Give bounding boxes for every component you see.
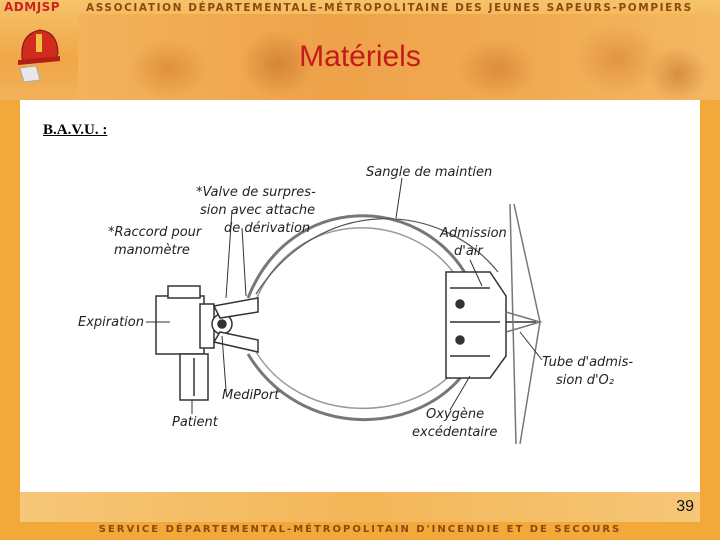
- o2-leader: [520, 332, 542, 360]
- label-excess-o2-line1: Oxygène: [426, 407, 484, 422]
- slide-content: B.A.V.U. :: [20, 100, 700, 492]
- footer-service-name: SERVICE DÉPARTEMENTAL-MÉTROPOLITAIN D'IN…: [0, 524, 720, 535]
- label-excess-o2-line2: excédentaire: [412, 425, 497, 440]
- label-strap: Sangle de maintien: [366, 165, 492, 180]
- header-banner: ADMJSP ASSOCIATION DÉPARTEMENTALE-MÉTROP…: [0, 0, 720, 100]
- bavu-diagram: Sangle de maintien *Valve de surpres- si…: [20, 100, 700, 492]
- label-o2-tube-line2: sion d'O₂: [556, 373, 614, 388]
- excess-leader: [450, 376, 470, 410]
- strap-leader: [396, 178, 402, 218]
- valve-assembly: [156, 286, 258, 400]
- label-mediport: MediPort: [222, 388, 280, 403]
- page-title: Matériels: [0, 40, 720, 74]
- oxygen-reservoir: [506, 204, 540, 444]
- association-name: ASSOCIATION DÉPARTEMENTALE-MÉTROPOLITAIN…: [86, 2, 693, 14]
- label-manometer-line2: manomètre: [114, 243, 190, 258]
- label-o2-tube-line1: Tube d'admis-: [542, 355, 633, 370]
- label-valve-line2: sion avec attache: [200, 203, 315, 218]
- label-manometer-line1: *Raccord pour: [108, 225, 203, 240]
- label-expiration: Expiration: [78, 315, 144, 330]
- label-air-line1: Admission: [439, 226, 507, 241]
- air-inlet-assembly: [446, 272, 536, 378]
- label-air-line2: d'air: [454, 244, 484, 259]
- page-number: 39: [676, 498, 694, 516]
- label-patient: Patient: [172, 415, 219, 430]
- footer-band: [20, 492, 700, 522]
- label-valve-line3: de dérivation: [224, 221, 310, 236]
- label-valve-line1: *Valve de surpres-: [196, 185, 316, 200]
- manometer-leader: [242, 228, 246, 296]
- brand-logo-text: ADMJSP: [4, 0, 60, 14]
